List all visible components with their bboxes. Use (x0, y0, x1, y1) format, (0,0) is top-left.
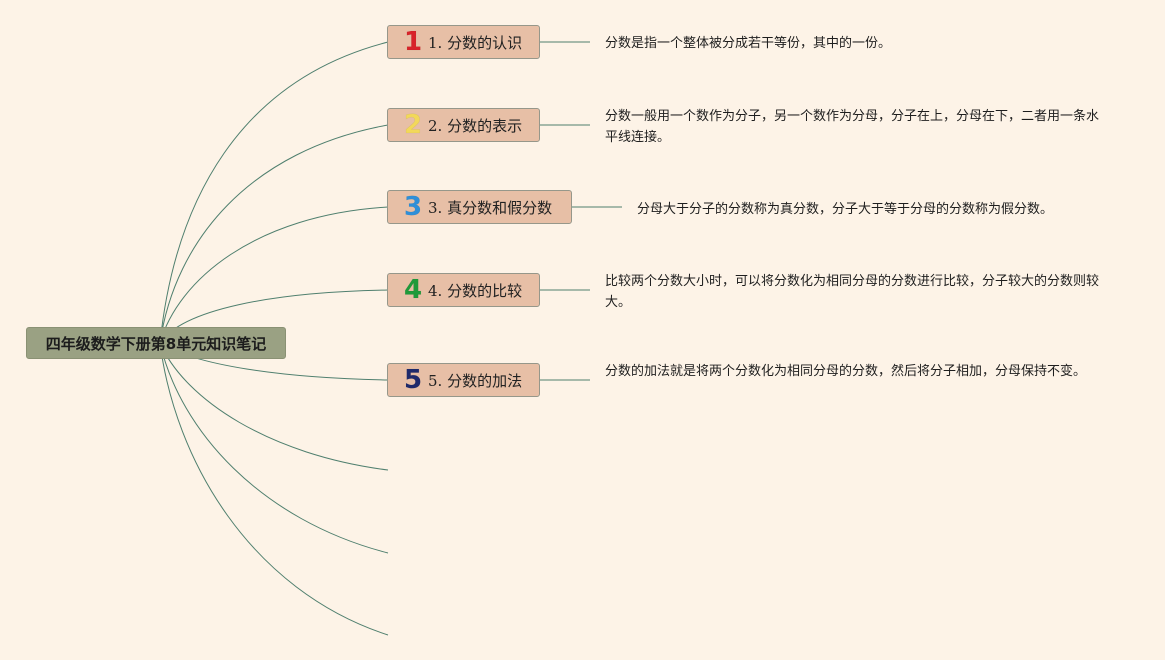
number-badge-4: 4 (404, 275, 423, 305)
branch-line-empty-6 (159, 342, 389, 471)
root-topic-label: 四年级数学下册第8单元知识笔记 (45, 334, 267, 353)
topic-label: 2. 分数的表示 (428, 116, 523, 135)
topic-note-3: 分母大于分子的分数称为真分数，分子大于等于分母的分数称为假分数。 (637, 202, 1054, 217)
topic-3[interactable]: 3 3. 真分数和假分数 (387, 190, 572, 224)
branch-line-1 (159, 41, 389, 344)
number-badge-2: 2 (404, 110, 423, 140)
topic-label: 4. 分数的比较 (428, 281, 523, 300)
topic-5[interactable]: 5 5. 分数的加法 (387, 363, 540, 397)
topic-note-5: 分数的加法就是将两个分数化为相同分母的分数，然后将分子相加，分母保持不变。 (605, 364, 1087, 379)
number-badge-1: 1 (404, 27, 423, 57)
topic-note-1: 分数是指一个整体被分成若干等份，其中的一份。 (605, 36, 892, 51)
topic-label: 1. 分数的认识 (428, 33, 523, 52)
root-topic[interactable]: 四年级数学下册第8单元知识笔记 (26, 327, 286, 359)
topic-1[interactable]: 1 1. 分数的认识 (387, 25, 540, 59)
number-badge-5: 5 (404, 365, 423, 395)
topic-4[interactable]: 4 4. 分数的比较 (387, 273, 540, 307)
topic-label: 3. 真分数和假分数 (428, 198, 553, 217)
topic-label: 5. 分数的加法 (428, 371, 523, 390)
topic-note-4: 比较两个分数大小时，可以将分数化为相同分母的分数进行比较，分子较大的分数则较大。 (605, 274, 1100, 310)
branch-line-2 (159, 124, 389, 344)
topic-2[interactable]: 2 2. 分数的表示 (387, 108, 540, 142)
number-badge-3: 3 (404, 192, 423, 222)
topic-note-2: 分数一般用一个数作为分子，另一个数作为分母，分子在上，分母在下，二者用一条水平线… (605, 109, 1100, 145)
branch-line-empty-7 (159, 342, 389, 554)
branch-line-3 (159, 206, 389, 344)
branch-line-empty-8 (159, 342, 389, 636)
